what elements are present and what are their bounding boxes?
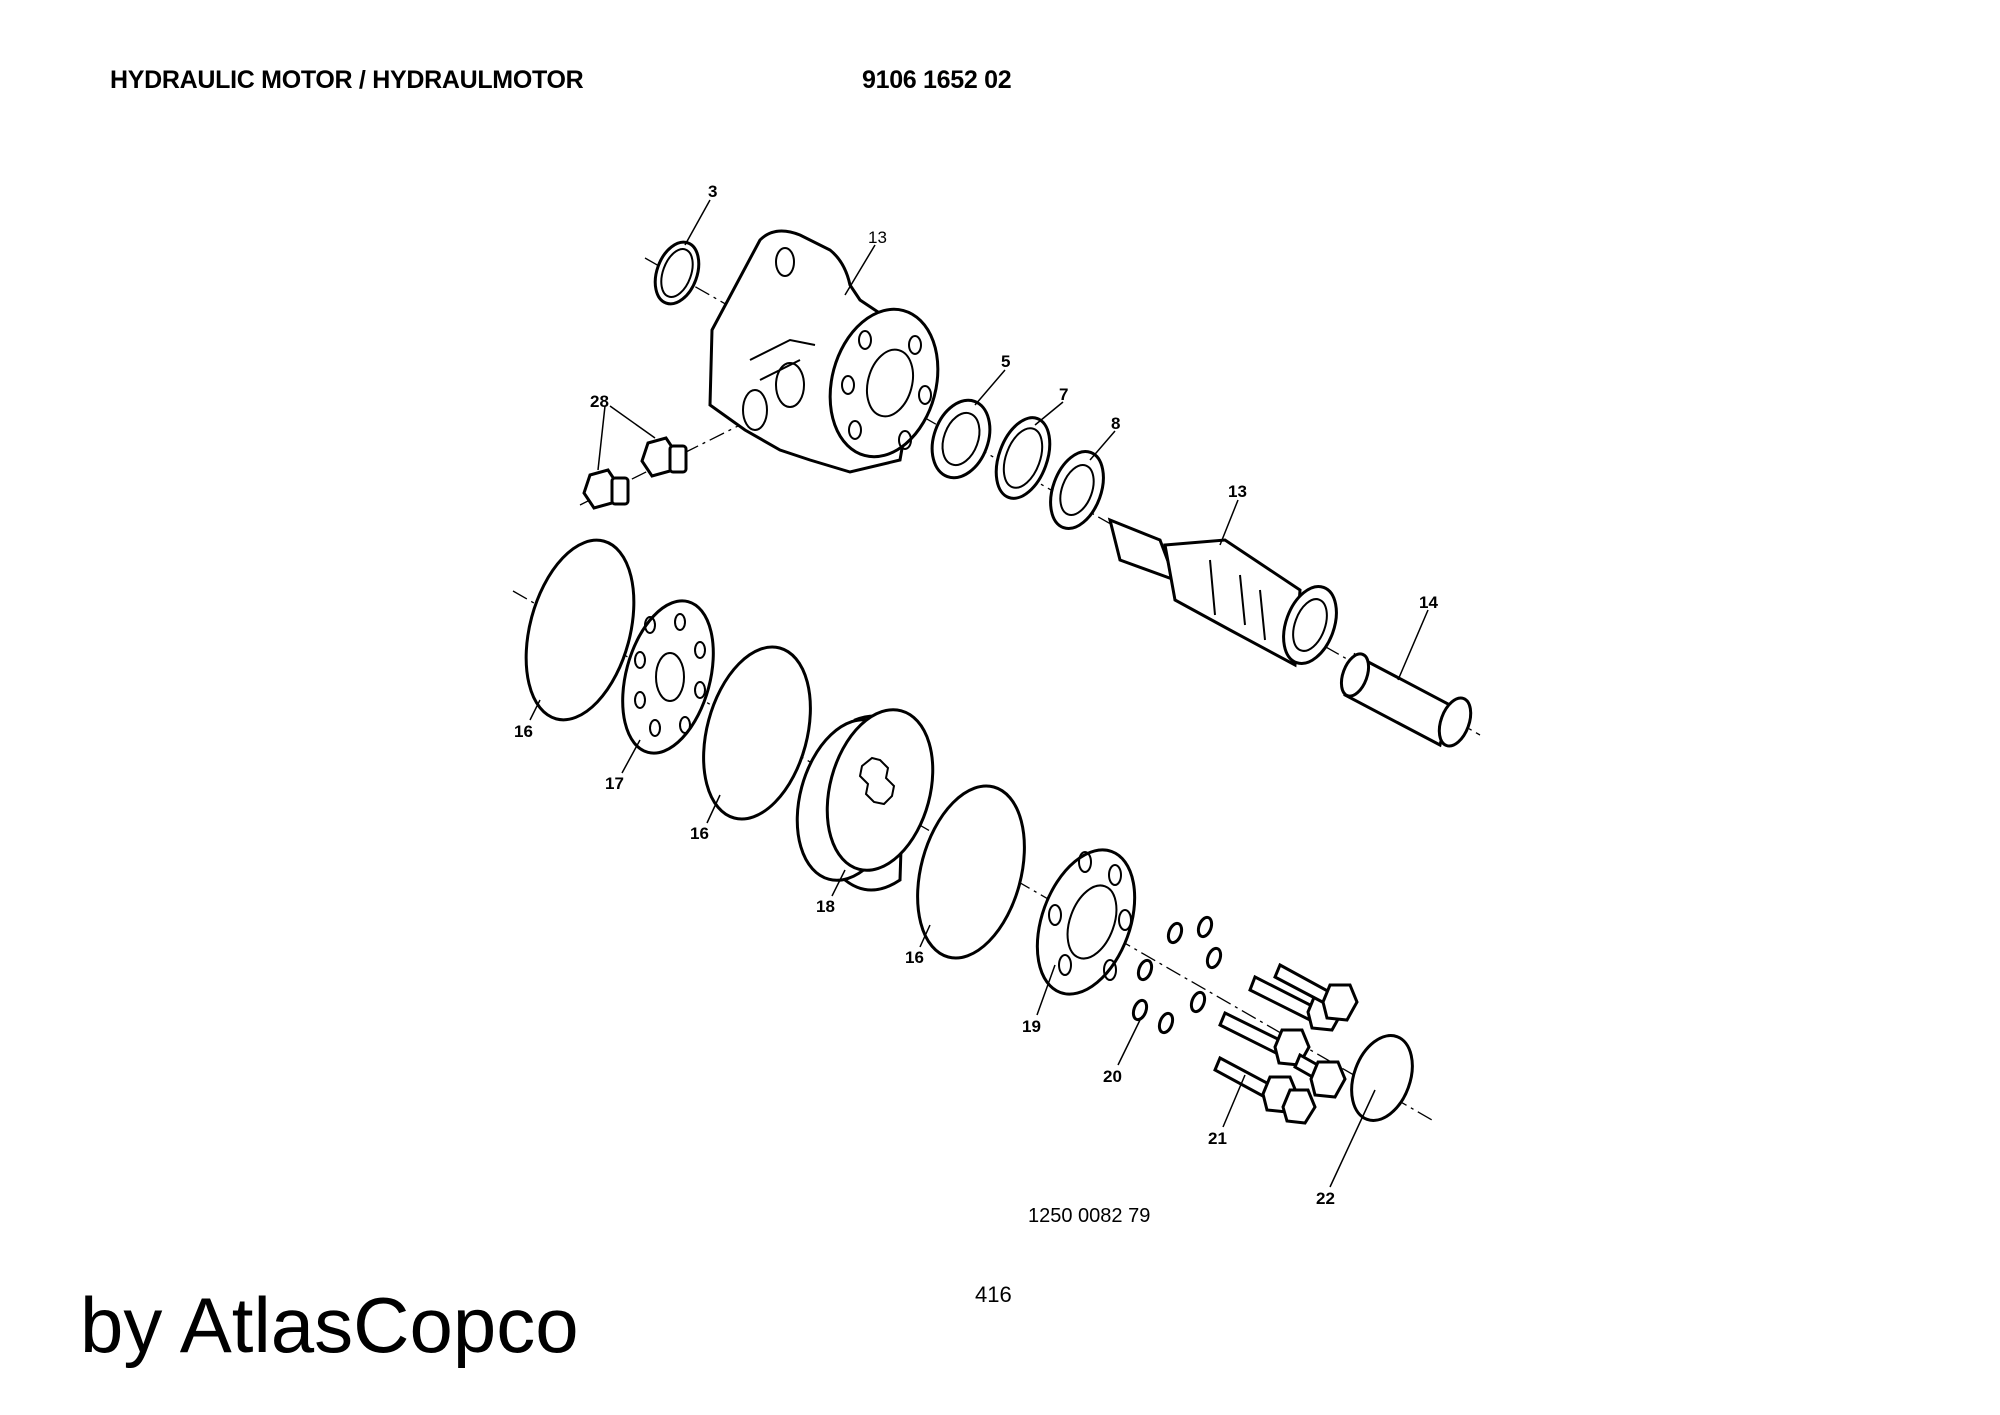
page-number: 416 <box>975 1282 1012 1307</box>
callout-13-housing: 13 <box>868 228 887 247</box>
shaft-seal-5 <box>930 398 992 480</box>
callout-5: 5 <box>1001 352 1010 371</box>
part-number: 9106 1652 02 <box>862 66 1012 94</box>
o-ring-16-a <box>524 538 636 722</box>
callout-13-shaft: 13 <box>1228 482 1247 501</box>
callout-21: 21 <box>1208 1129 1227 1148</box>
callout-8: 8 <box>1111 414 1120 433</box>
thrust-washer-7 <box>994 416 1052 500</box>
callout-20: 20 <box>1103 1067 1122 1086</box>
cap-22 <box>1350 1034 1414 1122</box>
callout-16-c: 16 <box>905 948 924 967</box>
callout-3: 3 <box>708 182 717 201</box>
cardan-shaft-14 <box>1339 652 1473 748</box>
callout-22: 22 <box>1316 1189 1335 1208</box>
drawing-number: 1250 0082 79 <box>1028 1205 1151 1227</box>
callout-19: 19 <box>1022 1017 1041 1036</box>
callout-16-a: 16 <box>514 722 533 741</box>
bolts-21 <box>1213 962 1359 1125</box>
o-ring-16-b <box>702 645 812 821</box>
end-cover-19 <box>1035 848 1137 996</box>
page-title: HYDRAULIC MOTOR / HYDRAULMOTOR <box>110 66 584 94</box>
valve-plate-17 <box>621 599 715 755</box>
plug-28-b <box>640 436 688 478</box>
callout-18: 18 <box>816 897 835 916</box>
gerotor-set-18 <box>795 708 935 892</box>
needle-bearing-8 <box>1049 450 1105 530</box>
callout-17: 17 <box>605 774 624 793</box>
washers-20 <box>1131 915 1223 1035</box>
brand-watermark: by AtlasCopco <box>80 1281 579 1369</box>
seal-ring-3 <box>653 240 701 306</box>
o-ring-16-c <box>916 784 1026 960</box>
callout-28: 28 <box>590 392 609 411</box>
callout-16-b: 16 <box>690 824 709 843</box>
leader-lines <box>529 199 1429 1188</box>
callout-7: 7 <box>1059 385 1068 404</box>
plug-28-a <box>582 468 630 510</box>
callout-14: 14 <box>1419 593 1438 612</box>
output-shaft-13 <box>1107 517 1338 668</box>
motor-housing <box>708 229 940 474</box>
